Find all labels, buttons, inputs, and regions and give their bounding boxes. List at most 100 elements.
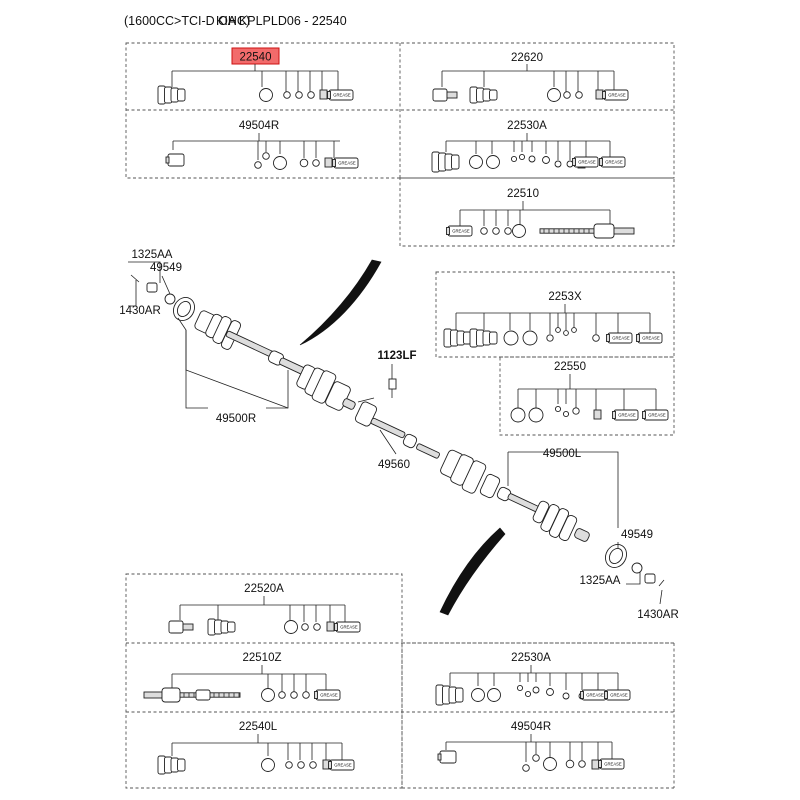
grease-label: GREASE [642,336,660,341]
bearing-icon [167,153,185,167]
leader-49560 [379,429,397,455]
part-label-1430ar-left[interactable]: 1430AR [119,305,161,317]
leader-lines [128,261,663,605]
ring-icon [542,156,550,164]
ring-icon [290,691,298,699]
clamp-icon [326,621,335,632]
ring-icon [592,334,600,342]
ring-icon [578,760,586,768]
ring-icon [312,159,320,167]
grease-label: GREASE [608,93,626,98]
bearing-bracket [354,401,378,427]
part-label-22540[interactable]: 22540 [240,52,272,64]
ring-icon [524,690,532,698]
part-label-49504r-bottom[interactable]: 49504R [511,721,551,733]
bolt-icon [388,378,397,390]
ring-icon [480,227,488,235]
boot-icon [227,621,236,633]
part-label-1325aa-right[interactable]: 1325AA [580,575,621,587]
joint-housing-icon [168,620,184,634]
shaft-collar-icon [195,689,211,701]
grease-cap-icon [334,623,338,631]
ring-icon [261,758,275,772]
grease-label: GREASE [338,161,356,166]
part-label-2253x[interactable]: 2253X [548,291,582,303]
outer-boot-left [532,500,550,524]
ring-icon [273,156,287,170]
part-label-49549-left[interactable]: 49549 [150,262,182,274]
part-label-22530a-top[interactable]: 22530A [507,120,547,132]
ring-icon [299,158,309,168]
ring-icon [492,227,500,235]
bearing-flange-icon [165,156,170,164]
spline-shaft-icon [539,228,597,234]
part-label-22620[interactable]: 22620 [511,52,543,64]
nut-icon [644,573,656,584]
grease-cap-icon [598,760,602,768]
grease-cap-icon [327,91,331,99]
grease-cap-icon [606,334,610,342]
clamp-icon [591,759,600,770]
ring-icon [313,623,321,631]
clamp-icon [324,157,333,168]
boot-icon [455,687,464,703]
ring-icon [309,761,317,769]
part-label-22510z[interactable]: 22510Z [242,652,281,664]
washer-icon [164,293,176,305]
joint-cup-icon [593,223,615,239]
leader-49500r-diag [185,330,289,409]
part-label-49500l[interactable]: 49500L [543,448,582,460]
ring-icon [572,407,580,415]
ring-icon [261,688,275,702]
abs-ring-inner-icon [608,548,624,564]
intermediate-shaft [370,417,406,439]
grease-cap-icon [580,691,584,699]
boot-icon [489,331,498,345]
ring-icon [528,407,544,423]
joint-stub-icon [446,91,458,99]
ring-icon [469,155,483,169]
part-label-22510[interactable]: 22510 [507,188,539,200]
ring-icon [278,691,286,699]
joint-housing-icon [432,88,448,102]
leader-49549-left [161,275,171,295]
ring-icon [259,88,273,102]
ring-icon [562,410,570,418]
bracket-arm [357,397,375,403]
ring-icon [516,684,524,692]
grease-label: GREASE [340,625,358,630]
grease-label: GREASE [333,93,351,98]
clamp-icon [319,89,328,100]
ring-icon [554,405,562,413]
ring-icon [503,330,519,346]
part-label-22530a-bottom[interactable]: 22530A [511,652,551,664]
grease-cap-icon [602,91,606,99]
leader-49500l [508,451,619,528]
part-label-1430ar-right[interactable]: 1430AR [637,609,679,621]
ring-icon [262,152,270,160]
grease-label: GREASE [618,413,636,418]
part-label-1325aa-left[interactable]: 1325AA [132,249,173,261]
group-box-22510 [399,177,675,247]
ring-icon [532,686,540,694]
part-label-49560[interactable]: 49560 [378,459,410,471]
ring-icon [562,692,570,700]
ring-icon [283,91,291,99]
part-label-49504r-top[interactable]: 49504R [239,120,279,132]
grease-cap-icon [604,691,608,699]
part-label-49500r[interactable]: 49500R [216,413,256,425]
part-label-49549-right[interactable]: 49549 [621,529,653,541]
ring-icon [307,91,315,99]
boot-icon [451,154,460,170]
part-label-1123lf[interactable]: 1123LF [378,350,417,362]
ring-icon [285,761,293,769]
inner-boot-right [311,370,337,404]
part-label-22540l[interactable]: 22540L [239,721,278,733]
part-label-22550[interactable]: 22550 [554,361,586,373]
ring-icon [546,688,554,696]
part-label-22520a[interactable]: 22520A [244,583,284,595]
boot-icon [177,758,186,772]
ring-icon [554,160,562,168]
ring-icon [504,227,512,235]
ring-icon [547,88,561,102]
